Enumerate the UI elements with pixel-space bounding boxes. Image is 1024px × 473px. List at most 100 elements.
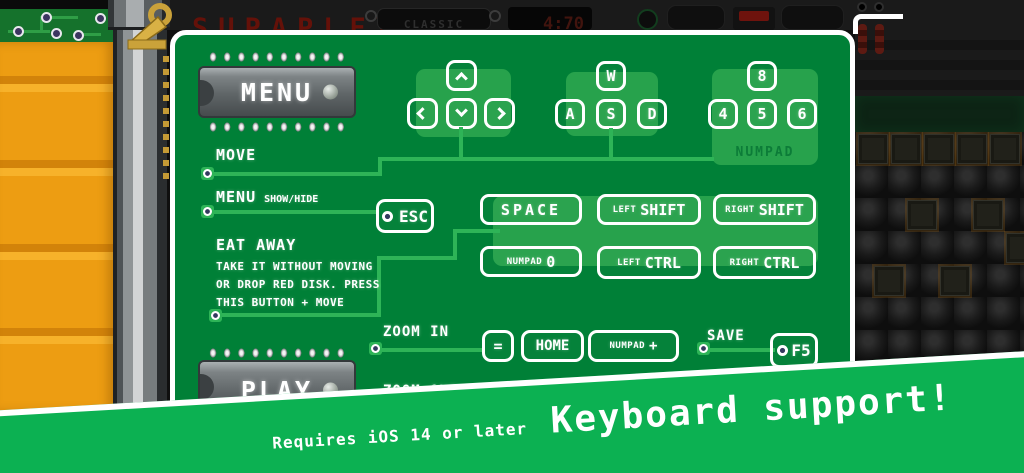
chip-tile [874, 266, 904, 296]
pcb-trace [8, 30, 50, 33]
action-keys-pad [493, 196, 818, 266]
resistor-icon [875, 24, 884, 54]
key-space: SPACE [480, 194, 582, 225]
key-esc: ESC [376, 199, 434, 233]
card-edge-pins [163, 56, 169, 180]
via-dot-icon [874, 2, 884, 12]
trace-menu-h [207, 210, 378, 214]
solder-dot-icon [51, 28, 62, 39]
key-esc-label: ESC [399, 206, 428, 226]
timer-value: 4:70 [543, 14, 584, 30]
key-arrow-right [484, 98, 515, 129]
node-move [201, 167, 214, 180]
trace-wasd-v [609, 128, 613, 161]
gold-hook-icon [127, 3, 172, 50]
chip-tile [990, 134, 1020, 164]
orange-ribbon-cable [0, 42, 116, 412]
pcb-trace [75, 33, 101, 36]
chevron-right-icon [493, 107, 506, 120]
menu-chip-pins-top [206, 48, 348, 66]
trace-eat-h1 [215, 313, 381, 317]
key-f5-label: F5 [791, 341, 811, 360]
chip-tile [1006, 233, 1024, 263]
key-numpad-plus: NUMPAD + [588, 330, 679, 362]
key-numpad-0: NUMPAD 0 [480, 246, 582, 277]
key-w: W [596, 61, 626, 91]
key-right-shift-label: SHIFT [758, 200, 804, 219]
pcb-corner [0, 0, 118, 42]
chip-tile [940, 266, 970, 296]
key-left-ctrl-label: CTRL [644, 253, 681, 272]
classic-mode-label: CLASSIC [403, 18, 465, 31]
chip-tile [907, 200, 937, 230]
play-chip-pins-top [206, 344, 348, 362]
node-menu [201, 205, 214, 218]
menu-toggle-title: MENU [216, 188, 257, 206]
requirement-text: Requires iOS 14 or later [271, 418, 528, 453]
chevron-up-icon [455, 71, 468, 85]
key-numpad-4: 4 [708, 99, 738, 129]
key-numpad-5: 5 [747, 99, 777, 129]
key-right-ctrl-label: CTRL [763, 253, 800, 272]
chip-tile [924, 134, 954, 164]
round-indicator-icon [637, 9, 658, 30]
game-circuit-strip [855, 96, 1024, 132]
chevron-down-icon [455, 104, 468, 118]
classic-mode-plate: CLASSIC [377, 8, 491, 31]
key-d: D [637, 99, 667, 129]
key-right-ctrl: RIGHT CTRL [713, 246, 816, 279]
key-numpad-plus-label: + [649, 338, 658, 354]
numpad-keys-pad: NUMPAD [712, 69, 818, 165]
trace-eat-v2 [453, 231, 457, 260]
red-disk-indicator [733, 7, 775, 30]
node-eat-away [209, 309, 222, 322]
key-node-icon [777, 345, 789, 356]
save-label: SAVE [707, 328, 745, 344]
via-dot-icon [857, 2, 867, 12]
eat-away-label: EAT AWAY [216, 236, 297, 254]
key-numpad-6: 6 [787, 99, 817, 129]
chip-tile [957, 134, 987, 164]
trace-arrows-v [459, 127, 463, 161]
key-right-ctrl-prefix: RIGHT [729, 257, 760, 268]
trace-move-v [378, 157, 382, 176]
white-trace-corner [853, 14, 903, 34]
key-numpad-plus-prefix: NUMPAD [609, 341, 646, 351]
key-left-ctrl: LEFT CTRL [597, 246, 701, 279]
eat-away-line1: TAKE IT WITHOUT MOVING [216, 260, 373, 273]
key-numpad-8: 8 [747, 61, 777, 91]
game-tile-field [855, 132, 1024, 382]
chip-tile [973, 200, 1003, 230]
key-arrow-left [407, 98, 438, 129]
menu-chip-button[interactable]: MENU [198, 66, 356, 118]
chevron-left-icon [416, 107, 429, 120]
resistor-icon [858, 24, 867, 54]
key-node-icon [382, 210, 394, 222]
red-disk-icon [739, 11, 769, 21]
node-save [697, 342, 710, 355]
screw-icon [365, 10, 377, 22]
chip-tile [891, 134, 921, 164]
headline-text: Keyboard support! [549, 377, 954, 442]
node-zoom-in [369, 342, 382, 355]
chip-tile [858, 134, 888, 164]
topbar-button [667, 5, 725, 30]
topbar-button [781, 5, 844, 30]
menu-toggle-subtitle: SHOW/HIDE [264, 194, 319, 205]
menu-toggle-label: MENU SHOW/HIDE [216, 188, 318, 206]
solder-dot-icon [41, 12, 52, 23]
menu-chip-label: MENU [240, 77, 314, 107]
menu-chip-pins-bottom [206, 118, 348, 136]
trace-move-h2 [378, 157, 714, 161]
key-left-shift-label: SHIFT [640, 200, 686, 219]
eat-away-line2: OR DROP RED DISK. PRESS [216, 278, 380, 291]
key-arrow-down [446, 98, 477, 129]
trace-eat-h3 [453, 229, 500, 233]
solder-dot-icon [73, 30, 84, 41]
key-a: A [555, 99, 585, 129]
pcb-edge [0, 0, 118, 9]
zoom-in-label: ZOOM IN [383, 324, 450, 340]
key-left-ctrl-prefix: LEFT [617, 257, 641, 268]
key-numpad-0-prefix: NUMPAD [506, 256, 543, 267]
